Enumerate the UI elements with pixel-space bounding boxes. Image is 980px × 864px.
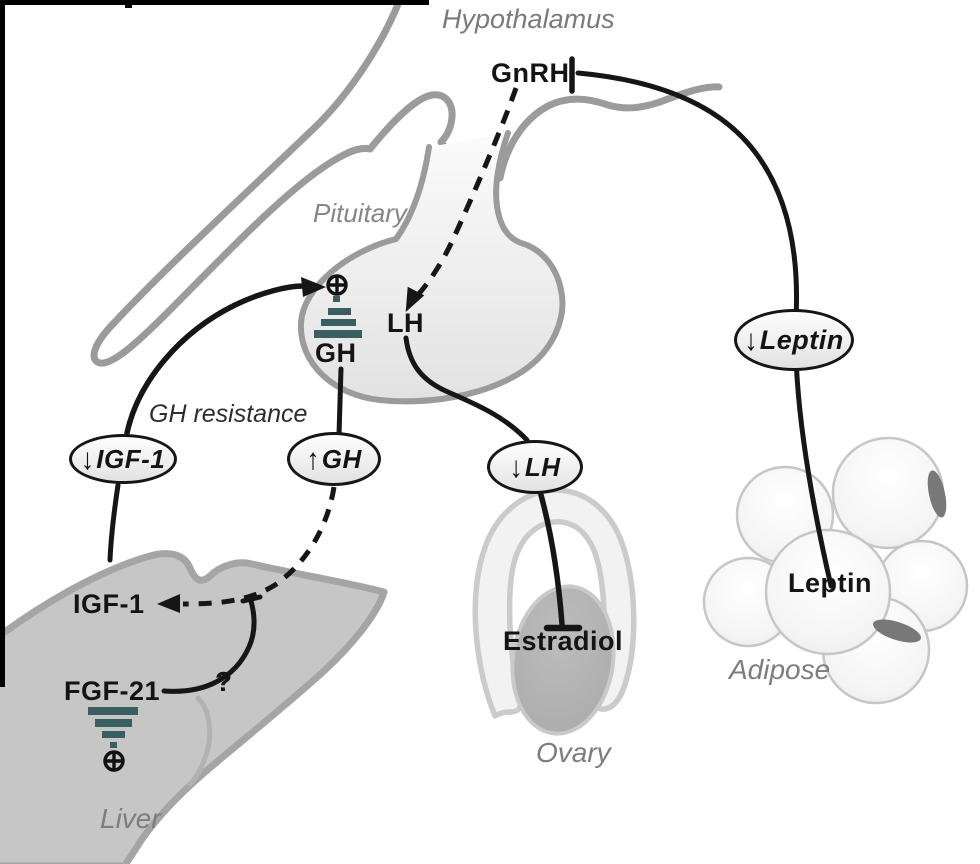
oval-to-igf1-line: [107, 482, 121, 563]
hypothalamus-shape: [90, 0, 723, 367]
gnrh-to-lh-dashed: [412, 87, 519, 301]
igf1-to-pituitary-curve: [124, 283, 306, 436]
leptin-to-gnrh-line: [575, 70, 834, 589]
igf1-low-oval: ↓IGF-1: [69, 434, 177, 484]
fgf21-pulse-bars-icon: [88, 707, 138, 748]
gh-high-oval: ↑GH: [287, 432, 381, 486]
question-mark-label: ?: [215, 666, 233, 697]
lh-to-oval-line: [403, 335, 530, 443]
liver-label: Liver: [100, 803, 161, 834]
pituitary-fill: [300, 133, 563, 402]
fat-cell-leptin: [764, 528, 892, 656]
pituitary-label: Pituitary: [313, 198, 407, 228]
igf1-oval-label: IGF-1: [96, 443, 166, 474]
down-arrow-icon: ↓: [744, 322, 758, 356]
hypothalamus-label: Hypothalamus: [442, 4, 615, 34]
leptin-low-oval: ↓Leptin: [734, 309, 854, 371]
gh-oval-label: GH: [321, 443, 362, 474]
gh-pulse-bars-icon: [314, 296, 362, 338]
estradiol-label: Estradiol: [503, 626, 624, 656]
lh-low-oval: ↓LH: [487, 440, 583, 494]
gnrh-label: GnRH: [491, 58, 570, 88]
fgf21-blunt-cap: [240, 594, 263, 604]
gh-to-igf1-dashed: [182, 486, 337, 607]
up-arrow-icon: ↑: [306, 441, 320, 475]
ovary-shape: [472, 487, 637, 736]
gh-to-igf1-arrowhead: [157, 594, 180, 613]
hypothalamus-outline-right: [496, 83, 723, 182]
fgf21-label: FGF-21: [64, 676, 161, 706]
down-arrow-icon: ↓: [509, 449, 523, 483]
lh-label: LH: [387, 308, 424, 338]
figure-frame: [0, 0, 429, 687]
leptin-oval-label: Leptin: [759, 324, 844, 355]
liver-outline: [0, 550, 388, 864]
connectors: [107, 56, 834, 694]
frame-notch: [125, 0, 132, 8]
hypothalamus-outline-left: [90, 0, 470, 367]
fat-cell: [831, 436, 945, 550]
pituitary-outline: [297, 130, 566, 405]
plus-circle-icon: [103, 750, 125, 772]
gh-label: GH: [315, 338, 357, 368]
oval-to-estradiol-line: [538, 492, 565, 627]
down-arrow-icon: ↓: [80, 441, 95, 475]
fgf21-question-curve: [161, 598, 257, 694]
leptin-adipose-label: Leptin: [788, 568, 872, 598]
lh-oval-label: LH: [524, 451, 561, 482]
pituitary-shape: [297, 130, 566, 405]
igf1-liver-label: IGF-1: [73, 589, 145, 619]
gnrh-to-lh-arrowhead: [405, 286, 425, 312]
liver-lobe-line: [187, 695, 213, 787]
fat-cell-nucleus: [927, 470, 947, 518]
plus-circle-icon: [326, 274, 348, 296]
ovary-egg: [510, 584, 616, 736]
adipose-label: Adipose: [729, 654, 831, 685]
liver-shape: [0, 550, 388, 864]
igf1-to-pituitary-arrowhead: [301, 277, 326, 297]
fat-cell-nucleus: [873, 619, 921, 643]
gh-to-oval-line: [336, 366, 344, 438]
ovary-label: Ovary: [536, 737, 611, 768]
gh-resistance-label: GH resistance: [149, 400, 308, 428]
